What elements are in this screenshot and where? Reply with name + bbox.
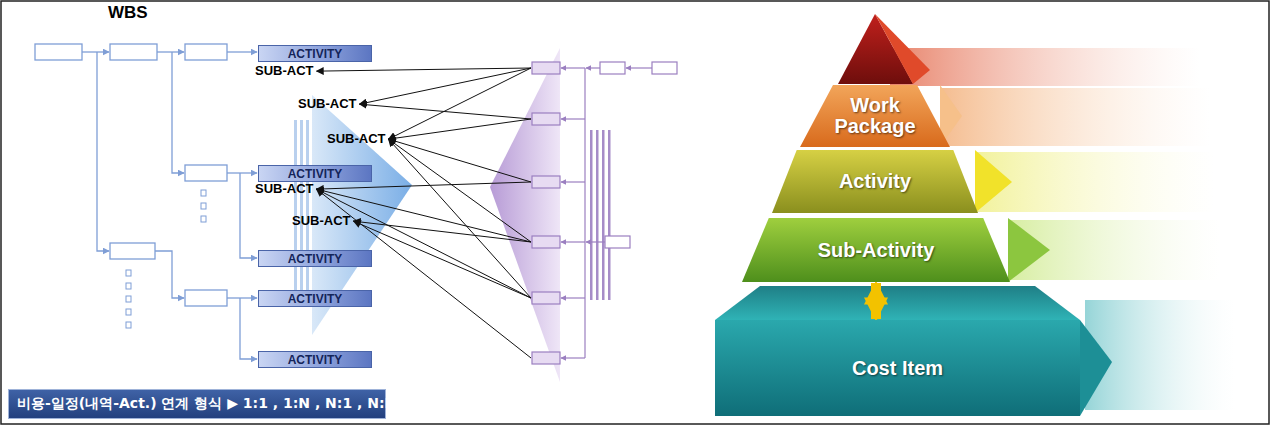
cost-box	[652, 62, 677, 74]
link-arrow	[354, 221, 532, 298]
wbs-box	[185, 165, 227, 181]
cost-box	[532, 113, 560, 125]
ellipsis-dot	[201, 216, 206, 222]
tree-line	[561, 118, 585, 119]
wbs-box	[110, 243, 155, 259]
link-arrow	[317, 189, 532, 298]
color-streak	[1085, 300, 1235, 410]
flow-bar	[596, 130, 599, 300]
wbs-box	[110, 44, 157, 60]
pyramid-base: Cost Item	[715, 320, 1080, 416]
tree-line	[155, 251, 184, 298]
cost-box	[532, 236, 560, 248]
tree-line	[586, 241, 605, 242]
activity-bar: ACTIVITY	[258, 165, 372, 182]
tree-line	[157, 51, 184, 52]
layer-text: Sub-Activity	[818, 240, 935, 261]
tree-line	[82, 51, 109, 52]
tree-line	[584, 68, 585, 358]
wbs-box	[185, 44, 227, 60]
tree-line	[561, 67, 585, 68]
activity-bar: ACTIVITY	[258, 45, 372, 62]
tree-line	[227, 172, 257, 173]
tree-line	[227, 297, 257, 298]
cost-box	[532, 176, 560, 188]
diagram-title: WBS	[108, 3, 148, 23]
layer-text: Work Package	[825, 95, 925, 137]
tree-line	[172, 52, 184, 173]
sub-activity-label: SUB-ACT	[292, 214, 351, 228]
layer-outline	[742, 218, 1010, 282]
tree-line	[97, 52, 109, 251]
slab-top	[715, 286, 1080, 320]
tree-line	[240, 173, 257, 258]
link-arrow	[360, 68, 532, 104]
color-streak	[890, 48, 1200, 86]
sub-activity-label: SUB-ACT	[255, 182, 314, 196]
pyramid-layer: Work Package	[800, 85, 950, 147]
ellipsis-dot	[201, 203, 206, 209]
ellipsis-dot	[126, 270, 131, 276]
pyramid-layer: Sub-Activity	[742, 218, 1010, 282]
flow-triangle	[490, 48, 560, 382]
activity-bar: ACTIVITY	[258, 250, 372, 267]
tree-line	[561, 357, 585, 358]
pyramid-layer: Activity	[772, 150, 978, 213]
pyramid-side	[975, 150, 1012, 213]
layer-outline	[772, 150, 978, 213]
wbs-box	[185, 290, 227, 306]
link-arrow	[317, 68, 532, 71]
layer-text: Cost Item	[852, 358, 943, 379]
caption-banner: 비용-일정(내역-Act.) 연계 형식 ▶ 1:1 , 1:N , N:1 ,…	[8, 389, 386, 419]
cost-box	[600, 62, 625, 74]
activity-bar: ACTIVITY	[258, 290, 372, 307]
tree-line	[561, 297, 585, 298]
tree-line	[227, 51, 257, 52]
cost-box	[532, 292, 560, 304]
ellipsis-dot	[126, 296, 131, 302]
link-arrow	[389, 68, 532, 139]
activity-text: ACTIVITY	[288, 354, 343, 366]
color-streak	[940, 88, 1210, 146]
activity-text: ACTIVITY	[288, 168, 343, 180]
flow-bar	[590, 130, 593, 300]
sub-activity-label: SUB-ACT	[327, 132, 386, 146]
tree-line	[561, 181, 585, 182]
ellipsis-dot	[126, 283, 131, 289]
layer-outline	[715, 320, 1080, 416]
pyramid-side	[1008, 218, 1050, 282]
tree-line	[626, 67, 652, 68]
link-arrow	[317, 182, 532, 189]
cost-box	[532, 352, 560, 364]
slab-side	[1080, 320, 1112, 416]
ellipsis-dot	[201, 190, 206, 196]
cost-box	[605, 236, 630, 248]
cost-box	[532, 62, 560, 74]
ellipsis-dot	[126, 322, 131, 328]
double-arrow	[871, 283, 881, 319]
link-arrow	[360, 104, 532, 119]
activity-text: ACTIVITY	[288, 293, 343, 305]
tree-line	[240, 298, 257, 359]
link-arrow	[389, 139, 532, 242]
tree-line	[561, 241, 585, 242]
link-arrow	[389, 119, 532, 139]
activity-bar: ACTIVITY	[258, 351, 372, 368]
flow-bar	[608, 130, 611, 300]
ellipsis-dot	[126, 309, 131, 315]
sub-activity-label: SUB-ACT	[255, 64, 314, 78]
sub-activity-label: SUB-ACT	[298, 97, 357, 111]
tree-line	[586, 67, 600, 68]
layer-outline	[800, 85, 950, 147]
activity-text: ACTIVITY	[288, 48, 343, 60]
pyramid-side	[875, 14, 930, 84]
flow-bar	[602, 130, 605, 300]
activity-text: ACTIVITY	[288, 253, 343, 265]
layer-text: Activity	[839, 171, 911, 192]
link-arrow	[389, 139, 532, 298]
wbs-box	[35, 44, 82, 60]
link-arrow	[389, 139, 532, 182]
